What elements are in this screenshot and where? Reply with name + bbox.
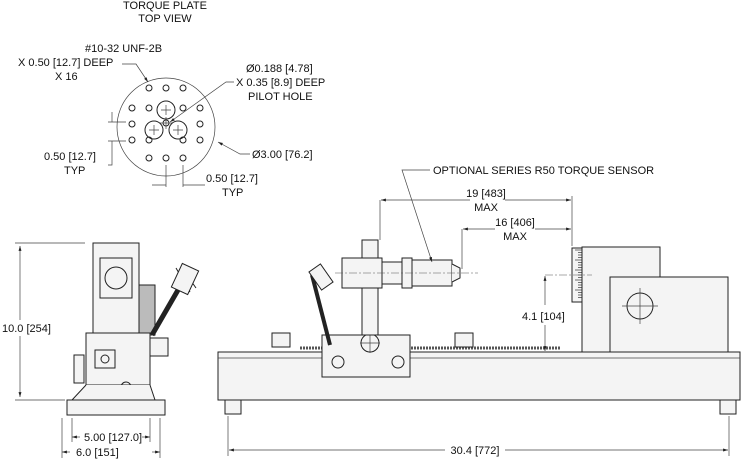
max-span-16: 16 [406] <box>495 217 535 229</box>
pilot-hole-callout-2: X 0.35 [8.9] DEEP <box>236 77 325 89</box>
outer-width-dimension: 6.0 [151] <box>76 447 119 459</box>
mount-hole <box>168 120 188 140</box>
pilot-hole-callout-3: PILOT HOLE <box>248 91 313 103</box>
overall-length-dimension: 30.4 [772] <box>451 445 500 457</box>
max-span-19-max: MAX <box>474 202 499 214</box>
mount-hole <box>144 120 164 140</box>
tapped-holes <box>128 84 204 162</box>
tapped-hole <box>145 84 153 92</box>
torque-sensor <box>411 259 453 287</box>
tapped-hole <box>196 120 204 128</box>
side-view: 10.0 [254] 5.00 [127.0] 6.0 [151] <box>2 242 200 459</box>
tapped-hole <box>128 104 136 112</box>
sensor-label: OPTIONAL SERIES R50 TORQUE SENSOR <box>433 165 654 177</box>
front-view: OPTIONAL SERIES R50 TORQUE SENSOR 19 [48… <box>217 165 741 457</box>
torque-plate-top-view: TORQUE PLATE TOP VIEW #10-32 UNF-2B X 0.… <box>18 0 325 199</box>
vertical-spacing-label: 0.50 [12.7] <box>44 151 96 163</box>
max-span-16-max: MAX <box>503 231 528 243</box>
tapped-hole <box>162 84 170 92</box>
tapped-hole <box>145 104 153 112</box>
base-rail <box>217 351 741 401</box>
horizontal-spacing-label: 0.50 [12.7] <box>206 173 258 185</box>
tapped-hole <box>179 84 187 92</box>
tapped-hole <box>196 104 204 112</box>
tapped-hole <box>145 154 153 162</box>
center-height-dimension: 4.1 [104] <box>522 311 565 323</box>
inner-width-dimension: 5.00 [127.0] <box>84 432 142 444</box>
fixture-block <box>609 276 729 353</box>
plate-diameter-label: Ø3.00 [76.2] <box>252 149 313 161</box>
tapped-hole <box>128 120 136 128</box>
max-span-19: 19 [483] <box>466 188 506 200</box>
top-view-title-2: TOP VIEW <box>138 13 192 25</box>
vertical-spacing-typ: TYP <box>64 165 85 177</box>
tapped-hole <box>179 154 187 162</box>
top-view-title-1: TORQUE PLATE <box>123 0 207 12</box>
tapped-hole <box>179 104 187 112</box>
tapped-hole-callout-3: X 16 <box>55 71 78 83</box>
horizontal-spacing-typ: TYP <box>222 187 243 199</box>
height-dimension: 10.0 [254] <box>2 323 51 335</box>
tapped-hole <box>196 136 204 144</box>
pilot-hole-callout-1: Ø0.188 [4.78] <box>246 63 313 75</box>
tapped-hole <box>162 154 170 162</box>
tapped-hole-callout-2: X 0.50 [12.7] DEEP <box>18 57 113 69</box>
tapped-hole <box>128 136 136 144</box>
tapped-hole-callout-1: #10-32 UNF-2B <box>85 43 162 55</box>
